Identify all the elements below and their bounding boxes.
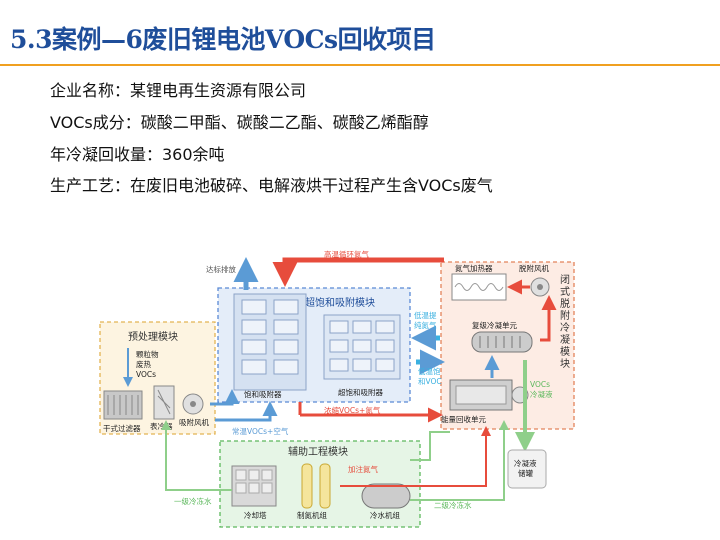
vocs-components: VOCs成分：碳酸二甲酯、碳酸二乙酯、碳酸乙烯酯醇 (50, 113, 429, 132)
nitrogen-heater-label: 氮气加热器 (455, 263, 493, 273)
slide-title: 5.3案例—6废旧锂电池VOCs回收项目 (10, 25, 436, 54)
emission-label: 达标排放 (206, 264, 236, 274)
saturated-adsorber-label: 饱和吸附器 (244, 389, 282, 399)
production-process: 生产工艺：在废旧电池破碎、电解液烘干过程产生含VOCs废气 (50, 176, 493, 195)
condensate-tank-icon (507, 449, 547, 489)
pretreatment-module-title: 预处理模块 (128, 331, 178, 343)
chiller-icon (361, 483, 411, 509)
add-nitrogen-label: 加注氮气 (348, 464, 378, 474)
chiller-label: 冷水机组 (370, 510, 400, 520)
dry-filter-icon (103, 390, 143, 420)
secondary-cooling-water-label: 二级冷冻水 (434, 500, 472, 510)
saturated-adsorber-cells (241, 299, 299, 375)
cooling-tower-label: 冷却塔 (244, 510, 267, 520)
supersaturated-adsorber-cells (329, 320, 395, 372)
compound-condenser-icon (471, 331, 533, 353)
annual-recovery: 年冷凝回收量：360余吨 (50, 145, 225, 164)
adsorption-module-title: 超饱和吸附模块 (305, 296, 375, 309)
nitrogen-unit-icon-1 (301, 463, 313, 509)
adsorption-fan-label: 吸附风机 (179, 417, 209, 427)
energy-recovery-label: 能量回收单元 (441, 414, 486, 424)
dry-filter-label: 干式过滤器 (103, 423, 141, 433)
low-temp-nitrogen-label-1: 低温提纯氮气 (414, 310, 437, 330)
normal-vocs-label: 常温VOCs+空气 (232, 426, 289, 436)
nitrogen-unit-label: 制氮机组 (297, 510, 327, 520)
condensation-module-title: 闭式脱附冷凝模块 (560, 273, 570, 370)
auxiliary-module-title: 辅助工程模块 (288, 445, 348, 458)
condensate-tank-label: 冷凝液储罐 (514, 458, 537, 478)
company-name: 企业名称：某锂电再生资源有限公司 (50, 81, 307, 100)
nitrogen-unit-icon-2 (319, 463, 331, 509)
low-temp-nitrogen-label-2: 低温饱和VOC (418, 366, 442, 386)
primary-cooling-water-label: 一级冷冻水 (174, 496, 212, 506)
title-rule (0, 64, 720, 66)
cooler-label: 表冷器 (150, 421, 173, 431)
concentrated-vocs-label: 浓缩VOCs+氮气 (324, 405, 381, 415)
desorption-fan-label: 脱附风机 (519, 263, 549, 273)
compound-condenser-label: 复级冷凝单元 (472, 320, 517, 330)
hot-nitrogen-label: 高温循环氮气 (324, 249, 369, 259)
supersaturated-adsorber-label: 超饱和吸附器 (338, 387, 383, 397)
